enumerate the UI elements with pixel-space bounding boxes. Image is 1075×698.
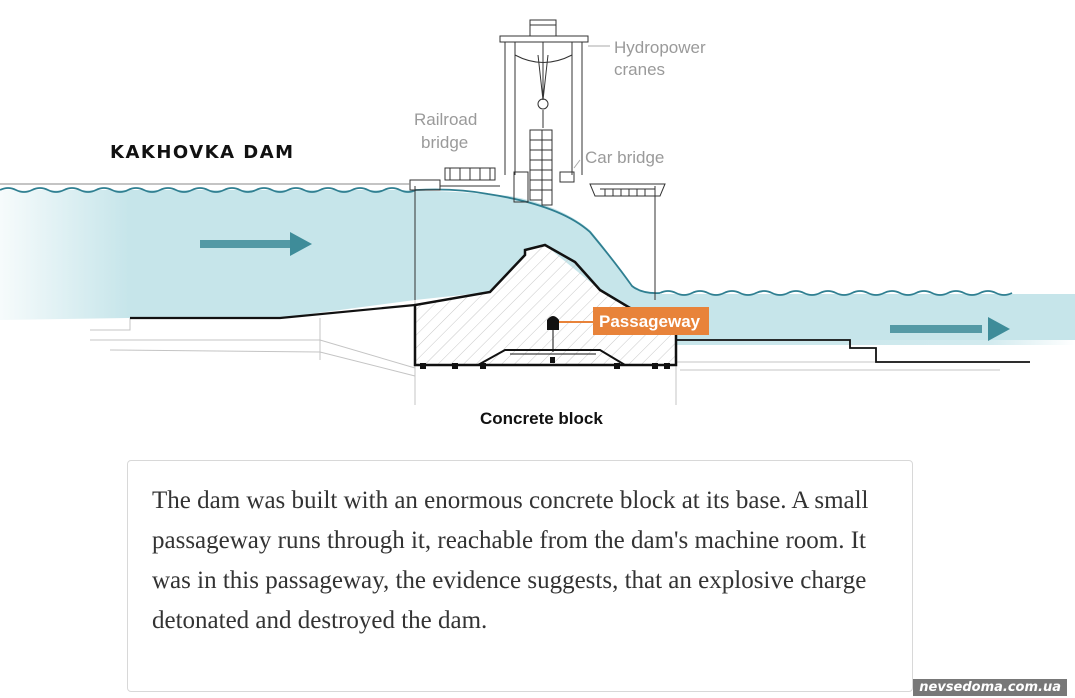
- leader-lines: [573, 45, 610, 169]
- upstream-wave: [0, 187, 661, 295]
- upstream-apron: [130, 303, 416, 320]
- car-bridge-label: Car bridge: [585, 148, 664, 167]
- hydropower-cranes-label-1: Hydropower: [614, 38, 706, 57]
- block-foundation-marks: [420, 357, 670, 369]
- passageway-label: Passageway: [599, 312, 701, 331]
- downstream-apron: [676, 339, 1030, 363]
- caption-box: The dam was built with an enormous concr…: [127, 460, 913, 692]
- dam-cross-section-diagram: KAKHOVKA DAM Hydropower cranes Railroad …: [0, 19, 1075, 428]
- dam-superstructure: [0, 19, 666, 300]
- watermark: nevsedoma.com.ua: [913, 679, 1067, 696]
- railroad-bridge-label-1: Railroad: [414, 110, 477, 129]
- passageway-tag: [593, 307, 709, 335]
- passageway-tunnel: [547, 316, 559, 330]
- diagram-title: KAKHOVKA DAM: [110, 142, 295, 163]
- caption-text: The dam was built with an enormous concr…: [152, 487, 869, 634]
- railroad-bridge-label-2: bridge: [421, 133, 468, 152]
- concrete-block-label: Concrete block: [480, 409, 603, 428]
- downstream-flow-arrow: [890, 317, 1010, 341]
- downstream-wave: [659, 290, 1013, 296]
- upstream-flow-arrow: [200, 232, 312, 256]
- hydropower-cranes-label-2: cranes: [614, 60, 665, 79]
